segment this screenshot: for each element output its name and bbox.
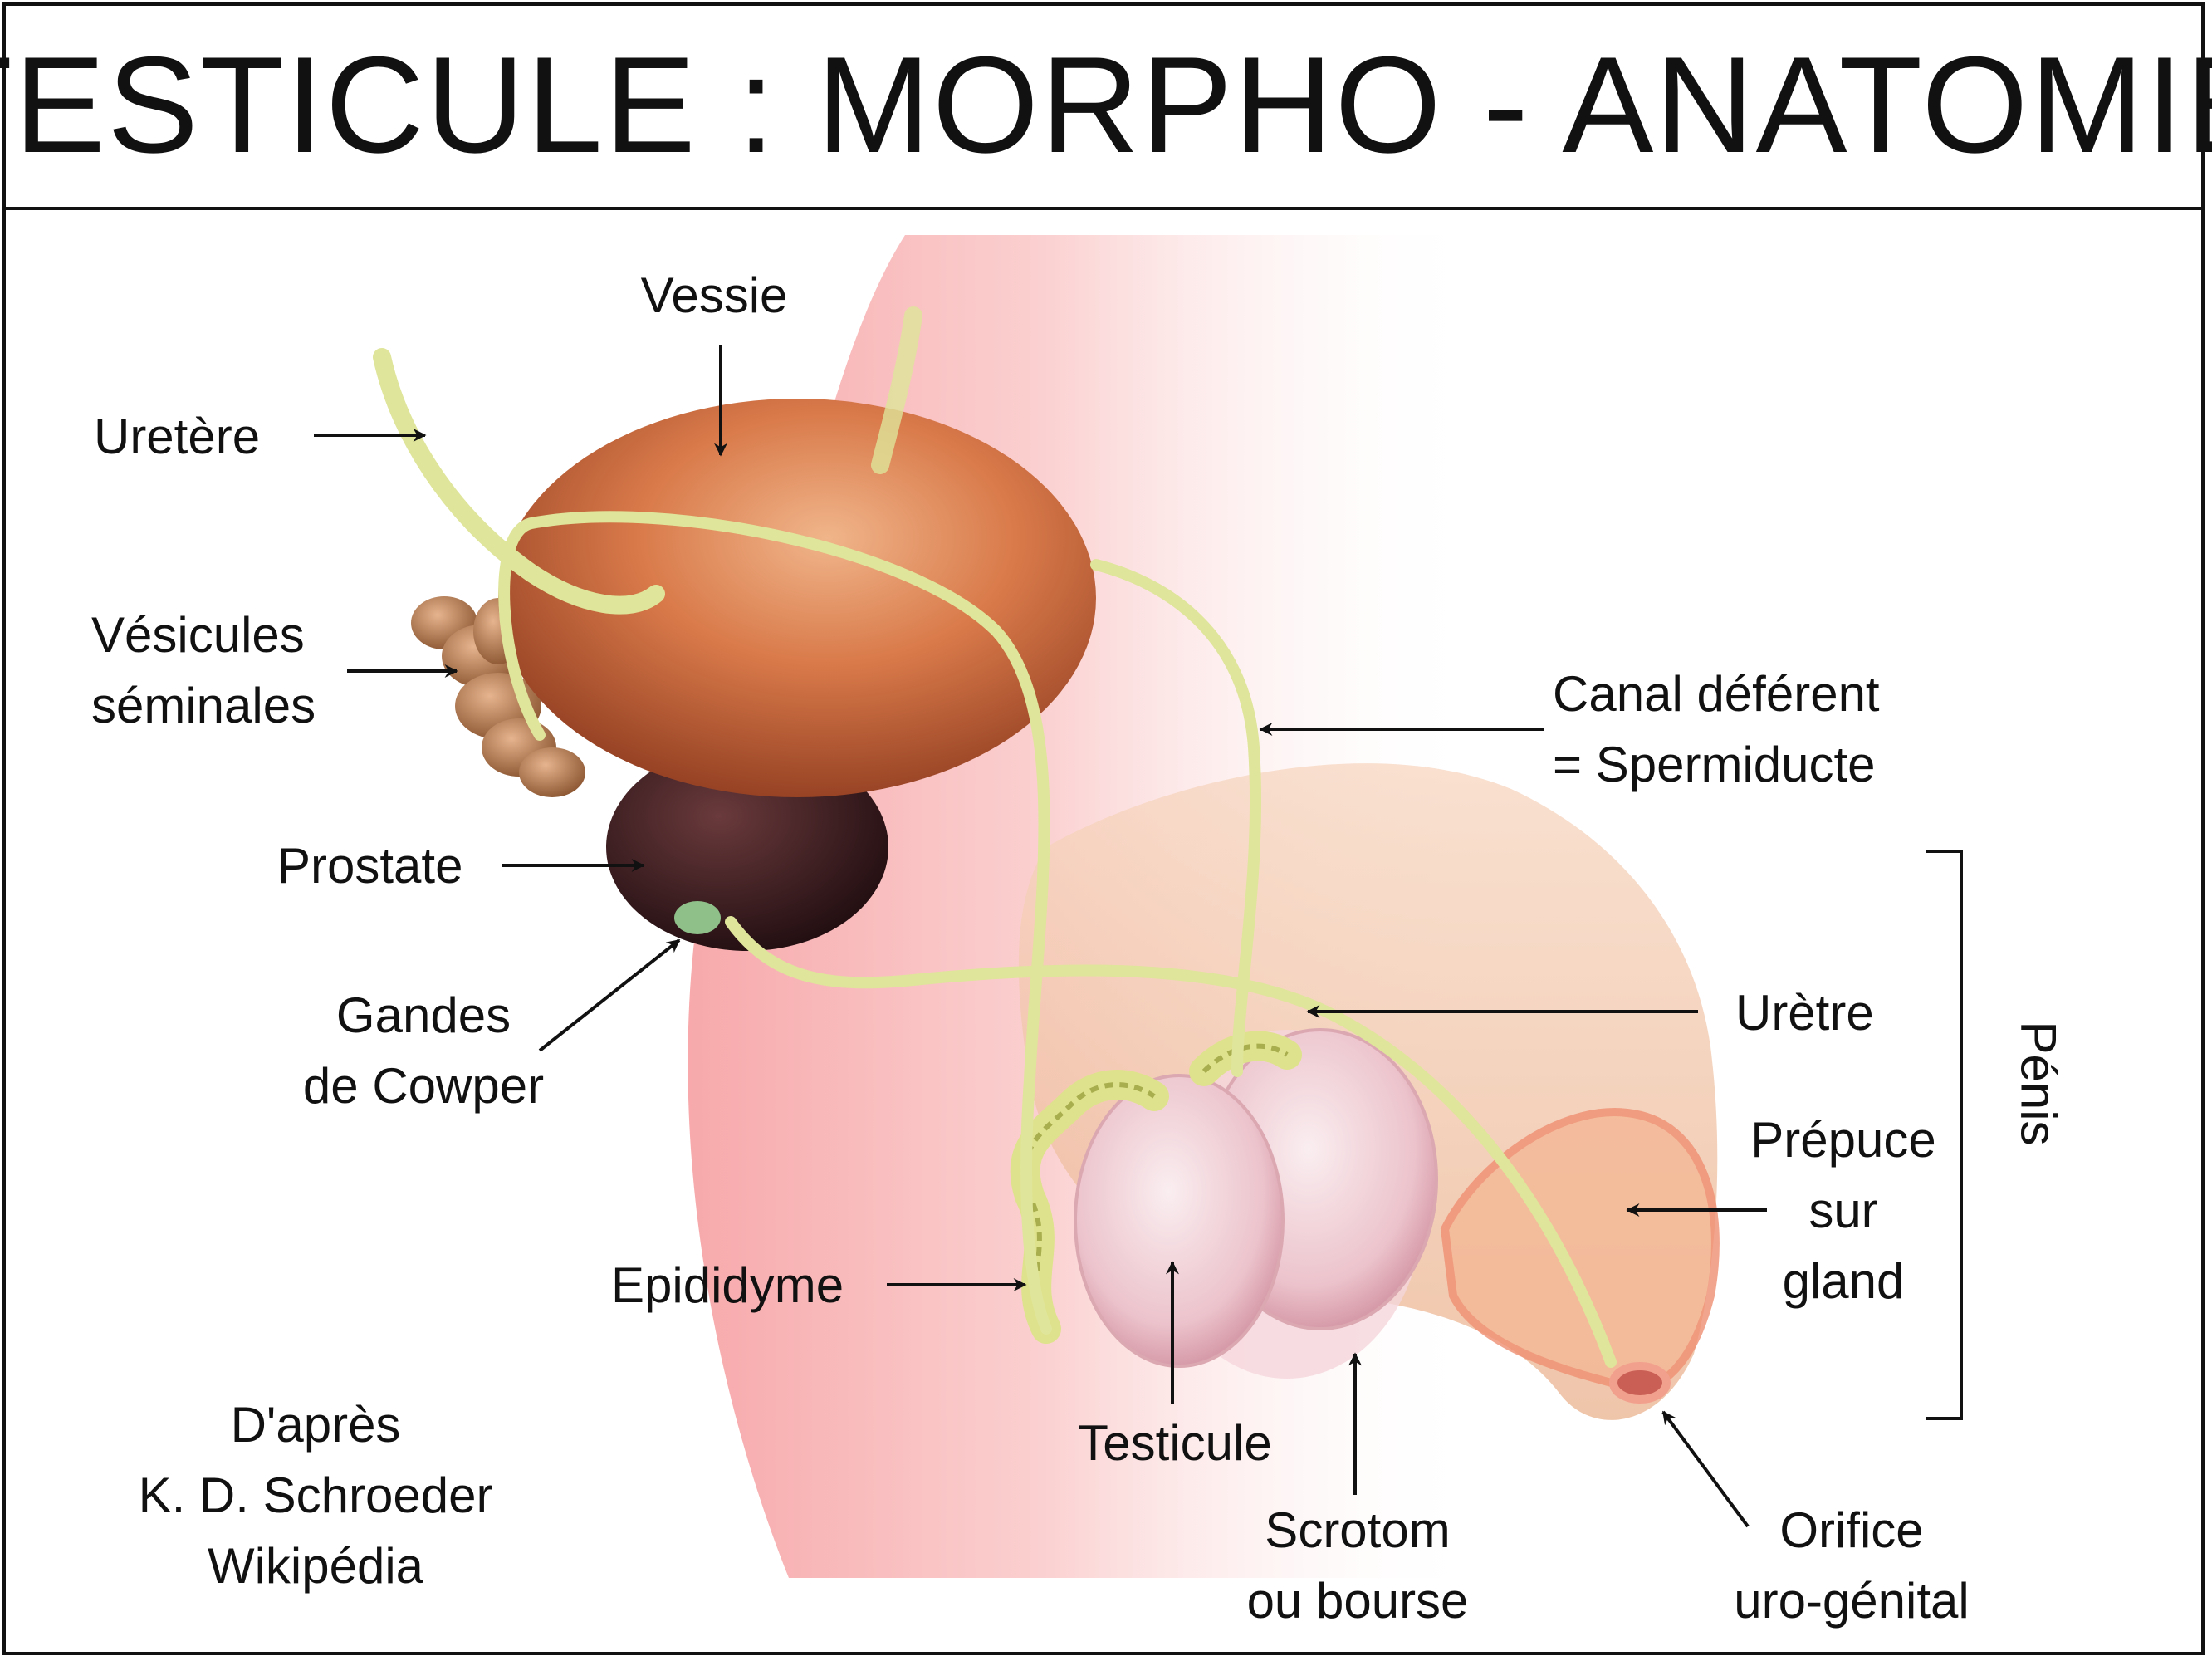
label-vesicules: Vésicules séminales <box>91 607 316 733</box>
bladder-shape <box>498 399 1096 797</box>
label-epididyme: Epididyme <box>611 1257 844 1313</box>
page-title: TESTICULE : MORPHO - ANATOMIE <box>0 27 2212 181</box>
penis-bracket <box>1926 850 1963 1420</box>
label-prepuce: Prépuce sur gland <box>1750 1112 1936 1309</box>
label-penis: Pénis <box>2010 1021 2067 1146</box>
label-cowper: Gandes de Cowper <box>302 987 545 1114</box>
label-scrotum: Scrotom ou bourse <box>1246 1502 1469 1629</box>
seminal-vesicles <box>411 596 585 797</box>
label-uretre: Urètre <box>1735 985 1874 1041</box>
urogenital-orifice <box>1609 1362 1671 1404</box>
title-bar: TESTICULE : MORPHO - ANATOMIE <box>0 2 2212 210</box>
testis-left <box>1074 1074 1285 1368</box>
arrow-cowper <box>538 938 681 1052</box>
label-prostate: Prostate <box>277 838 463 894</box>
label-vessie: Vessie <box>640 267 788 323</box>
label-orifice: Orifice uro-génital <box>1734 1502 1970 1629</box>
label-testicule: Testicule <box>1078 1415 1272 1471</box>
cowper-gland <box>674 901 721 934</box>
label-canal-deferent: Canal déférent = Spermiducte <box>1553 666 1880 792</box>
ureter-right <box>871 306 922 474</box>
urethra-line <box>725 916 1617 1368</box>
credit-text: D'après K. D. Schroeder Wikipédia <box>138 1397 493 1594</box>
vas-deferens-left <box>498 511 1052 1335</box>
arrow-orifice <box>1661 1410 1750 1528</box>
label-uretere: Uretère <box>94 409 261 464</box>
